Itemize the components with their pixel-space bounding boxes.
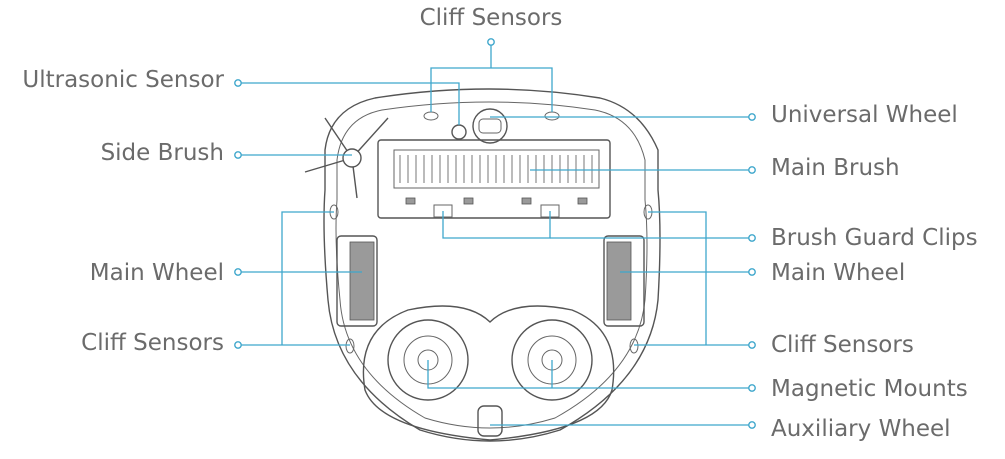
brush-bristles xyxy=(399,155,593,183)
label-brush-guard-clips: Brush Guard Clips xyxy=(771,225,978,251)
main-wheel-right-housing xyxy=(603,235,645,327)
label-cliff-sensors-left: Cliff Sensors xyxy=(81,330,224,356)
magnetic-mount-right-outer xyxy=(511,319,593,401)
cliff-sensor-right-lower xyxy=(629,338,639,354)
universal-wheel-hub xyxy=(478,118,502,134)
label-main-wheel-right: Main Wheel xyxy=(771,260,905,286)
housing-tab xyxy=(577,197,588,205)
label-main-wheel-left: Main Wheel xyxy=(90,260,224,286)
cliff-sensor-top-right xyxy=(544,111,560,121)
main-wheel-right xyxy=(606,241,632,321)
auxiliary-wheel xyxy=(477,405,503,437)
main-wheel-left-housing xyxy=(336,235,378,327)
housing-tab xyxy=(521,197,532,205)
magnetic-mount-left-outer xyxy=(387,319,469,401)
robot-underside xyxy=(304,88,661,442)
label-auxiliary-wheel: Auxiliary Wheel xyxy=(771,416,951,442)
outer-shell xyxy=(323,88,661,442)
label-magnetic-mounts: Magnetic Mounts xyxy=(771,376,968,402)
label-main-brush: Main Brush xyxy=(771,155,900,181)
ultrasonic-sensor xyxy=(451,124,467,140)
label-cliff-sensors-right: Cliff Sensors xyxy=(771,332,914,358)
housing-tab xyxy=(463,197,474,205)
main-brush xyxy=(393,149,600,189)
main-wheel-left xyxy=(349,241,375,321)
dustbin-outline xyxy=(362,305,615,441)
housing-tab xyxy=(405,197,416,205)
label-ultrasonic-sensor: Ultrasonic Sensor xyxy=(22,67,224,93)
brush-housing xyxy=(377,139,611,219)
cliff-sensor-top-left xyxy=(423,111,439,121)
inner-shell xyxy=(335,101,648,429)
label-universal-wheel: Universal Wheel xyxy=(771,102,958,128)
label-side-brush: Side Brush xyxy=(101,140,224,166)
cliff-sensor-left-lower xyxy=(345,338,355,354)
side-brush xyxy=(304,117,389,199)
universal-wheel xyxy=(472,108,508,144)
label-cliff-sensors-top: Cliff Sensors xyxy=(420,5,563,31)
leader-lines xyxy=(234,38,756,429)
